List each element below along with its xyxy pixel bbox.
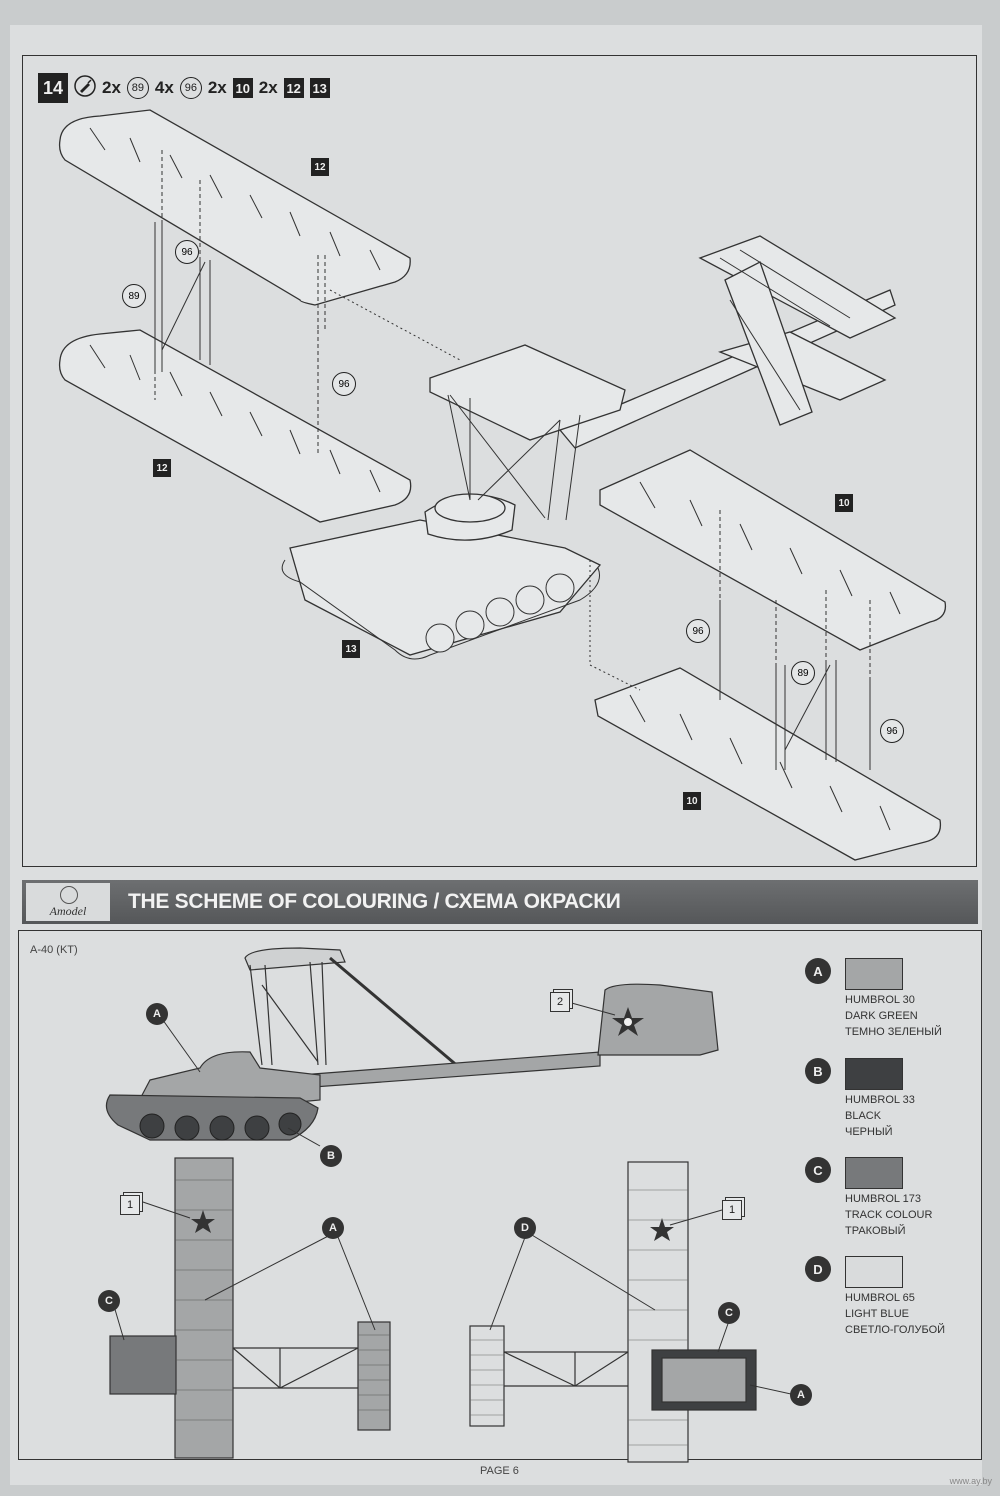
part-ref-5: 13 <box>309 78 330 98</box>
part-callout-96-right-b: 96 <box>880 719 904 743</box>
watermark: www.ay.by <box>949 1476 992 1486</box>
marker-D-bottom: D <box>514 1217 536 1239</box>
legend-letter: D <box>805 1256 831 1282</box>
color-swatch <box>845 1058 903 1090</box>
lower-left-wing <box>58 329 412 523</box>
upper-left-wing <box>58 109 411 306</box>
part-callout-89-left: 89 <box>122 284 146 308</box>
upper-right-wing <box>599 449 947 651</box>
legend-code: HUMBROL 173 <box>845 1193 922 1205</box>
side-struts <box>249 961 327 1066</box>
legend-name-en: TRACK COLOUR <box>845 1209 933 1221</box>
legend-letter: A <box>805 958 831 984</box>
center-upper-wing <box>429 344 626 441</box>
top-wing-star <box>191 1210 215 1233</box>
bottom-wing <box>627 1161 689 1463</box>
logo-text: Amodel <box>49 904 87 918</box>
amodel-logo: Amodel <box>26 883 110 921</box>
legend-code: HUMBROL 65 <box>845 1292 915 1304</box>
assembly-drawing <box>58 109 947 861</box>
decal-ref-top-wing: 1 <box>120 1195 140 1215</box>
part-callout-96-right-a: 96 <box>686 619 710 643</box>
legend-name-en: DARK GREEN <box>845 1010 918 1022</box>
part-tag-upper-right-wing: 10 <box>835 494 853 512</box>
part-tag-tank: 13 <box>342 640 360 658</box>
colour-scheme-banner: Amodel THE SCHEME OF COLOURING / СХЕМА О… <box>22 880 978 924</box>
side-boom-brace <box>329 956 461 1070</box>
tail-fin <box>724 261 813 426</box>
part-callout-96-left-b: 96 <box>332 372 356 396</box>
glue-tube-icon <box>74 74 96 102</box>
part-ref-2: 96 <box>179 77 202 99</box>
color-swatch <box>845 958 903 990</box>
decal-ref-bottom-wing: 1 <box>722 1200 742 1220</box>
legend-name-en: BLACK <box>845 1110 882 1122</box>
part-callout-96-left-a: 96 <box>175 240 199 264</box>
part-ref-1: 89 <box>126 77 149 99</box>
section-title: THE SCHEME OF COLOURING / СХЕМА ОКРАСКИ <box>128 890 621 913</box>
logo-mark-icon <box>60 886 78 904</box>
top-wing <box>174 1157 234 1459</box>
qty-2: 4x <box>154 78 174 97</box>
decal-ref-tail: 2 <box>550 992 570 1012</box>
tail-upper <box>698 235 897 339</box>
part-tag-lower-right-wing: 10 <box>683 792 701 810</box>
assembly-frame <box>22 55 977 867</box>
marker-A-bottom: A <box>790 1384 812 1406</box>
side-tail <box>597 983 719 1056</box>
qty-3: 2x <box>207 78 227 97</box>
page-number: PAGE 6 <box>480 1465 519 1477</box>
model-code: A-40 (KT) <box>30 944 78 956</box>
colour-scheme-frame <box>18 930 982 1460</box>
top-boom <box>232 1347 359 1389</box>
part-ref-4: 12 <box>283 78 304 98</box>
side-upper-wing <box>244 947 346 971</box>
legend-name-en: LIGHT BLUE <box>845 1308 909 1320</box>
legend-name-ru: ТРАКОВЫЙ <box>845 1225 906 1237</box>
qty-4: 2x <box>258 78 278 97</box>
marker-A-top: A <box>322 1217 344 1239</box>
legend-letter: B <box>805 1058 831 1084</box>
marker-C-top: C <box>98 1290 120 1312</box>
legend-code: HUMBROL 30 <box>845 994 915 1006</box>
legend-name-ru: ЧЕРНЫЙ <box>845 1126 893 1138</box>
top-tailplane <box>357 1321 391 1431</box>
color-swatch <box>845 1256 903 1288</box>
qty-1: 2x <box>102 78 121 97</box>
top-tank <box>109 1335 177 1395</box>
part-tag-lower-left-wing: 12 <box>153 459 171 477</box>
color-swatch <box>845 1157 903 1189</box>
bottom-tailplane <box>469 1325 505 1427</box>
step-number: 14 <box>38 73 68 103</box>
step-header: 14 2x 89 4x 96 2x 10 2x 12 13 <box>38 72 330 104</box>
legend-name-ru: СВЕТЛО-ГОЛУБОЙ <box>845 1324 946 1336</box>
legend-letter: C <box>805 1157 831 1183</box>
part-ref-3: 10 <box>232 78 253 98</box>
bottom-wing-star <box>650 1218 674 1241</box>
marker-A-side: A <box>146 1003 168 1025</box>
part-callout-89-right: 89 <box>791 661 815 685</box>
legend-name-ru: ТЕМНО ЗЕЛЕНЫЙ <box>845 1026 942 1038</box>
part-tag-upper-left-wing: 12 <box>311 158 329 176</box>
marker-B-side: B <box>320 1145 342 1167</box>
side-boom <box>299 1051 601 1089</box>
marker-C-bottom: C <box>718 1302 740 1324</box>
legend-code: HUMBROL 33 <box>845 1094 915 1106</box>
